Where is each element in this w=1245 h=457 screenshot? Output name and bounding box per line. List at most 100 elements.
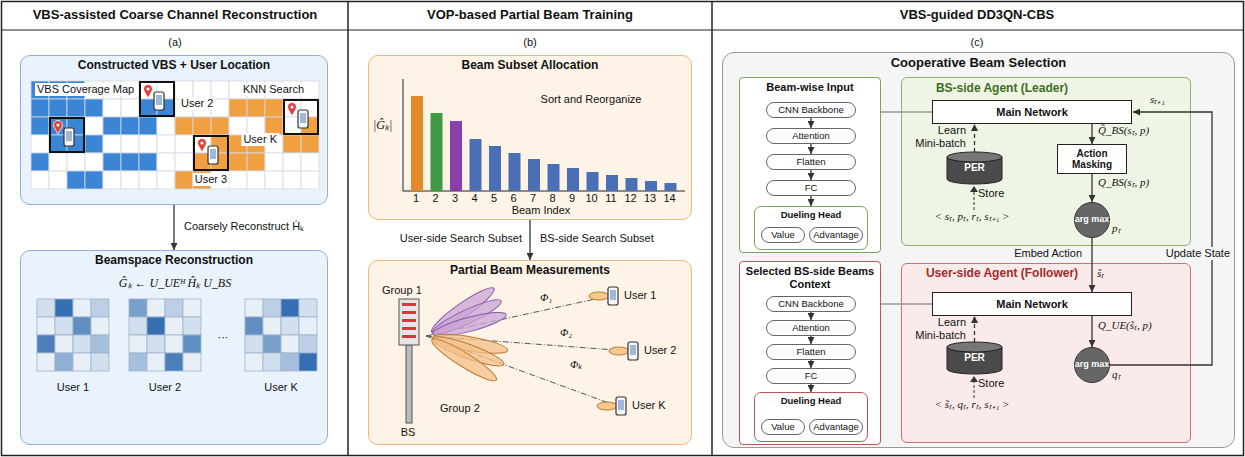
annotation: Store	[978, 187, 1004, 200]
replay-buffer-cylinder: PER	[947, 152, 1002, 184]
map-cell	[121, 135, 139, 153]
annotation: User 1	[624, 289, 656, 302]
tick-label: 6	[510, 192, 516, 205]
matrix-cell	[55, 317, 73, 335]
title-rule	[2, 30, 1244, 31]
user-frame	[140, 82, 174, 116]
tick-label: 13	[644, 192, 656, 205]
map-cell	[121, 153, 139, 171]
node-label: Attention	[792, 131, 830, 142]
bar	[567, 168, 579, 191]
annotation: Φ₁	[540, 291, 552, 304]
node-label: FC	[805, 183, 818, 194]
matrix-cell	[281, 299, 299, 317]
matrix-cell	[165, 317, 183, 335]
node-annotation: VBS Coverage Map	[35, 83, 136, 96]
location-pin	[288, 102, 297, 116]
matrix-cell	[263, 353, 281, 371]
matrix-cell	[165, 299, 183, 317]
argmax-disc	[1075, 348, 1110, 383]
node-label: Selected BS-side Beams Context	[740, 265, 880, 290]
tick-label: 3	[452, 192, 458, 205]
matrix-cell	[299, 317, 317, 335]
node-annotation: User K	[264, 381, 298, 394]
bar	[645, 181, 657, 191]
illustration-group	[947, 342, 1002, 374]
node-label: Dueling Head	[755, 396, 867, 407]
annotation: Store	[978, 377, 1004, 390]
matrix-cell	[55, 353, 73, 371]
node-label: Dueling Head	[755, 210, 867, 221]
antenna-element	[402, 335, 416, 338]
beam-lobe	[428, 334, 500, 386]
tick-label: 9	[569, 192, 575, 205]
annotation: User K	[632, 399, 666, 412]
annotation: < sₜ, pₜ, rₜ, sₜ₊₁ >	[934, 210, 1009, 223]
map-cell	[193, 117, 211, 135]
phone-icon	[208, 146, 218, 164]
map-cell	[247, 99, 265, 117]
map-cell	[49, 99, 67, 117]
pin-dot	[200, 141, 203, 144]
node-annotation: User 2	[149, 381, 181, 394]
node-label: Value	[771, 422, 795, 433]
illustration-group	[403, 79, 685, 191]
layer-pill: Value	[761, 419, 805, 435]
matrix-cell	[183, 353, 201, 371]
bar	[489, 146, 501, 191]
matrix-cell	[165, 353, 183, 371]
layer-pill: Attention	[766, 320, 856, 336]
annotation: Group 2	[440, 402, 480, 415]
illustration-group	[31, 81, 319, 189]
matrix-cell	[281, 353, 299, 371]
node-annotation: User 1	[57, 381, 89, 394]
map-cell	[103, 135, 121, 153]
node-label: BS-side Agent (Leader)	[936, 82, 1068, 96]
matrix-cell	[91, 299, 109, 317]
bar	[431, 113, 443, 191]
bar	[665, 183, 677, 191]
map-cell	[157, 153, 175, 171]
node-label: Main Network	[996, 298, 1068, 311]
matrix-cell	[183, 335, 201, 353]
illustration-group	[399, 283, 638, 423]
node-annotation: (c)	[971, 36, 984, 49]
connector	[529, 220, 530, 260]
user-frame	[194, 136, 228, 170]
tick-label: 10	[585, 192, 597, 205]
matrix-cell	[183, 317, 201, 335]
annotation: User-side Search Subset	[400, 232, 522, 245]
map-cell	[31, 117, 49, 135]
matrix-cell	[37, 335, 55, 353]
node-label: Action Masking	[1058, 148, 1126, 171]
annotation: Group 1	[382, 284, 422, 297]
bar	[587, 172, 599, 191]
map-cell	[31, 99, 49, 117]
matrix-cell	[147, 299, 165, 317]
matrix-cell	[299, 335, 317, 353]
tick-label: 14	[663, 192, 675, 205]
map-cell	[211, 117, 229, 135]
antenna-element	[402, 311, 416, 314]
node-label: Advantage	[813, 422, 858, 433]
annotation: sₜ₊₁	[1150, 93, 1165, 106]
annotation: < s̃ₜ, qₜ, rₜ, sₜ₊₁ >	[934, 398, 1009, 411]
node-label: VBS-guided DD3QN-CBS	[900, 8, 1055, 23]
tick-label: 5	[491, 192, 497, 205]
matrix-cell	[37, 299, 55, 317]
illustration-group	[970, 376, 978, 398]
matrix-cell	[147, 353, 165, 371]
map-cell	[103, 171, 121, 189]
phone-screen	[300, 113, 306, 123]
network-box: Main Network	[932, 292, 1132, 316]
user-beam	[609, 347, 629, 355]
edge-label: Q_BS(sₜ, p)	[1096, 176, 1151, 189]
map-cell	[157, 135, 175, 153]
phone-screen	[630, 345, 636, 355]
illustration	[21, 56, 329, 206]
matrix-cell	[129, 353, 147, 371]
pin-dot	[146, 87, 149, 90]
matrix-cell	[91, 353, 109, 371]
matrix-cell	[73, 353, 91, 371]
